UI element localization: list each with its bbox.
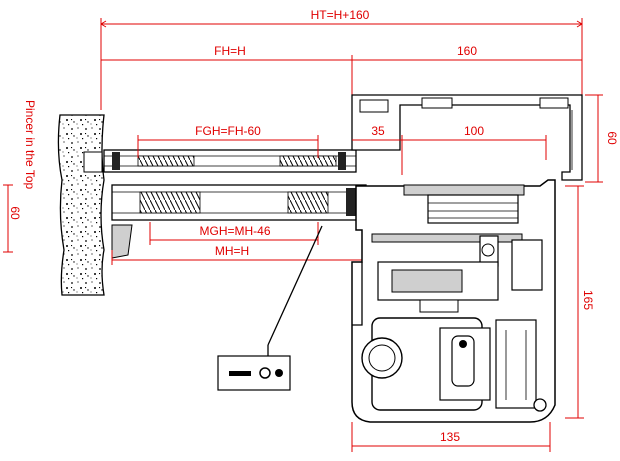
dimension-135: 135 [351,422,551,452]
dimension-ht: HT=H+160 [100,8,583,110]
dimension-ht-label: HT=H+160 [311,8,370,22]
dimension-mgh: MGH=MH-46 [149,222,319,245]
lower-rail [111,184,379,221]
switch-button-icon [259,367,271,379]
dimension-35-label: 35 [371,124,385,138]
dimension-35: 35 [352,124,403,175]
header-profile [351,94,583,181]
dimension-160-label: 160 [457,44,477,58]
dimension-mh-label: MH=H [215,244,249,258]
dimension-160: 160 [352,44,582,61]
dimension-60-right: 60 [585,94,619,183]
switch-led-icon [275,369,283,377]
pincer-note-value: 60 [8,206,22,220]
callout [217,225,323,391]
dimension-165: 165 [565,185,595,419]
wall [57,114,133,296]
dimension-165-label: 165 [581,290,595,310]
motor-housing [351,179,556,423]
dimension-100: 100 [402,124,547,160]
dimension-fgh-label: FGH=FH-60 [195,124,261,138]
pincer-note-text: Pincer in the Top [23,100,37,189]
dimension-fgh: FGH=FH-60 [137,124,319,158]
dimension-100-label: 100 [464,124,484,138]
dimension-fh: FH=H [101,44,353,95]
dimension-mgh-label: MGH=MH-46 [199,224,270,238]
pincer-note: Pincer in the Top 60 [3,100,37,253]
dimension-mh: MH=H [111,244,362,265]
dimension-60-label: 60 [605,131,619,145]
switch-slot-icon [229,371,251,376]
upper-rail [103,149,357,173]
dimension-fh-label: FH=H [214,44,246,58]
dimension-135-label: 135 [440,430,460,444]
